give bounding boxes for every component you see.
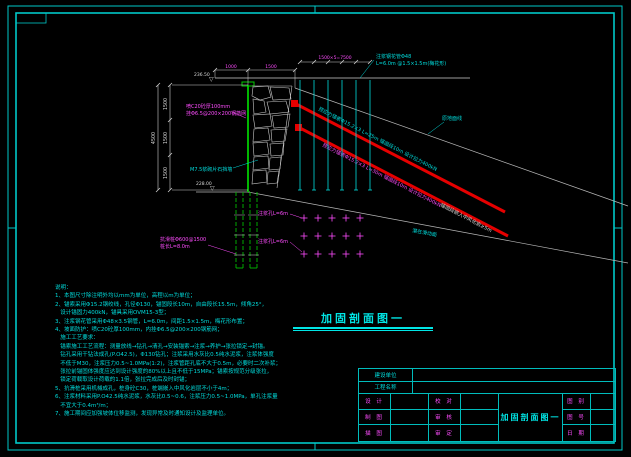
anti-slide-piles [235,192,258,269]
lower-ground-line [247,191,629,264]
anchor-cable-2 [299,126,509,238]
grout-row-1 [300,214,364,222]
note-line: 不宜大于0.4m³/m； [55,402,112,409]
dim-pipes: 1500×5=7500 [318,55,351,61]
grout-row-2 [300,232,364,240]
ground-lines [196,77,629,264]
anchor-cables: 预应力锚索Φ15.2×3 L=25m 锚固段10m 设计拉力400kN 预应力锚… [291,100,509,238]
ground-line-label: 原地面线 [442,115,462,122]
anchor-2-label: 预应力锚索Φ15.2×3 L=30m 锚固段10m 设计拉力400kN [321,142,442,209]
dim-wall-2: 1500 [265,64,277,70]
draft-label: 制 图 [359,409,391,426]
unit-label: 建设单位 [359,369,413,382]
grout-hole-grid [300,214,364,258]
note-line: 不低于M30，注浆压力0.5~1.0MPa(1:2)，注浆管距孔底不大于0.5m… [55,360,282,367]
grout-row-3 [300,250,364,258]
unit-value [413,369,615,382]
dim-wall-1: 1000 [225,64,237,70]
left-dimensions: 1500 1500 1500 4500 [151,82,248,193]
slide-surface-label: 潜在滑动面 [412,227,438,238]
fig-no-label: 图 号 [563,409,591,426]
masonry-label: M7.5浆砌片石挡墙 [190,166,232,173]
frame-corner-box [15,12,47,24]
note-line: 6、注浆材料采用P.O42.5纯水泥浆，水灰比0.5~0.6，注浆压力0.5~1… [55,394,278,401]
trace-value [391,425,429,441]
top-dimensions: 1000 1500 1500×5=7500 [212,55,373,88]
notes-block: 说明： 1、本图尺寸除注明外均以mm为单位，高程以m为单位； 2、锚索采用Φ15… [55,284,325,419]
shotcrete-label-1: 喷C20砼厚100mm [186,103,230,110]
note-line: 4、坡面防护：喷C20砼厚100mm，内挂Φ6.5@200×200钢筋网； [55,327,223,334]
drawing-title: 加固剖面图一 [293,310,433,331]
title-block-drawing-name: 加固剖面图一 [499,394,563,441]
anchor-1-label: 预应力锚索Φ15.2×3 L=25m 锚固段10m 设计拉力400kN [317,106,438,173]
title-block: 建设单位 工程名称 加固剖面图一 设 计 校 对 图 别 制 图 审 核 图 号… [358,368,616,442]
check-value [461,394,499,410]
fig-type-value [591,394,615,410]
anchor-cable-1 [295,102,506,214]
elev-symbol-base: ▽ [210,185,215,192]
dim-left-3: 1500 [163,167,169,179]
note-line: 张拉前锚固体强度应达到设计强度的80%以上且不低于15MPa；锚索按规范分级张拉… [55,369,273,376]
callout-labels: 喷C20砼厚100mm 挂Φ6.5@200×200钢筋网 M7.5浆砌片石挡墙 … [160,53,462,255]
elevation-marks: ▽ 236.50 ▽ 228.00 [194,72,215,192]
note-line: 1、本图尺寸除注明外均以mm为单位，高程以m为单位； [55,293,196,300]
title-block-main: 加固剖面图一 设 计 校 对 图 别 制 图 审 核 图 号 描 图 审 定 日… [359,394,615,441]
elev-symbol-top: ▽ [209,76,214,83]
drawing-title-text: 加固剖面图一 [321,312,405,325]
elev-value-top: 236.50 [194,72,210,78]
fig-type-label: 图 别 [563,394,591,410]
review-value [461,409,499,426]
anchor-head-2 [295,124,302,131]
draft-value [391,409,429,426]
masonry-hatch [251,85,293,189]
retaining-wall [241,81,293,192]
shotcrete-label-2: 挂Φ6.5@200×200钢筋网 [186,110,246,117]
review-label: 审 核 [429,409,461,426]
note-line: 锁定荷载取设计荷载的1.1倍，张拉完成后及时封锚； [55,377,190,384]
design-value [391,394,429,410]
note-line: 2、锚索采用Φ15.2钢绞线，孔径Φ130，锚固段长10m，自由段长15.5m，… [55,301,268,308]
approve-value [461,425,499,441]
drawing-frame [7,5,623,451]
note-line: 施工工艺要求： [55,335,99,342]
note-line: 说明： [55,285,72,291]
slope-face-line [294,87,629,207]
grout-label-2: 注浆孔L=6m [258,238,288,245]
design-label: 设 计 [359,394,391,410]
check-label: 校 对 [429,394,461,410]
elev-value-base: 228.00 [196,181,212,187]
title-underline-thick [293,327,433,329]
anchor-head-1 [291,100,298,107]
note-line: 钻孔采用干钻法成孔(P.O42.5)，Φ130钻孔；注浆采用水灰比0.5纯水泥浆… [55,352,274,359]
date-value [591,425,615,441]
pile-ticks [234,214,259,256]
project-label: 工程名称 [359,381,413,393]
project-value [413,382,615,394]
note-line: 5、抗滑桩采用机械成孔，桩身砼C30，桩端嵌入中风化岩层不小于4m； [55,385,233,392]
note-line: 锚索施工工艺流程：测量放线→钻孔→清孔→安装锚索→注浆→养护→张拉锁定→封锚。 [55,343,269,350]
dim-left-1: 1500 [163,98,169,110]
pipes-label-1: 注浆钢花管Φ48 [376,53,411,60]
title-block-top: 建设单位 工程名称 [359,369,615,394]
title-underline-thin [293,330,433,331]
pile-label-1: 抗滑桩Φ600@1500 [160,236,206,243]
approve-label: 审 定 [429,425,461,441]
note-line: 设计锚固力400kN，锚具采用OVM15-3型； [55,310,170,317]
dim-left-total: 4500 [151,132,157,144]
note-line: 3、注浆钢花管采用Φ48×3.5钢管，L=6.0m，间距1.5×1.5m，梅花形… [55,318,248,325]
dim-left-2: 1500 [163,132,169,144]
pipes-label-2: L=6.0m @1.5×1.5m(梅花形) [376,60,446,67]
fig-no-value [591,410,615,426]
grouting-pipes [298,80,372,191]
pile-label-2: 桩长L=8.0m [160,243,190,250]
trace-label: 描 图 [359,425,391,441]
note-line: 7、施工期间应加强坡体位移监测，发现异常及时通知设计及监理单位。 [55,411,230,418]
date-label: 日 期 [563,425,591,441]
grout-label-1: 注浆孔L=6m [258,210,288,217]
